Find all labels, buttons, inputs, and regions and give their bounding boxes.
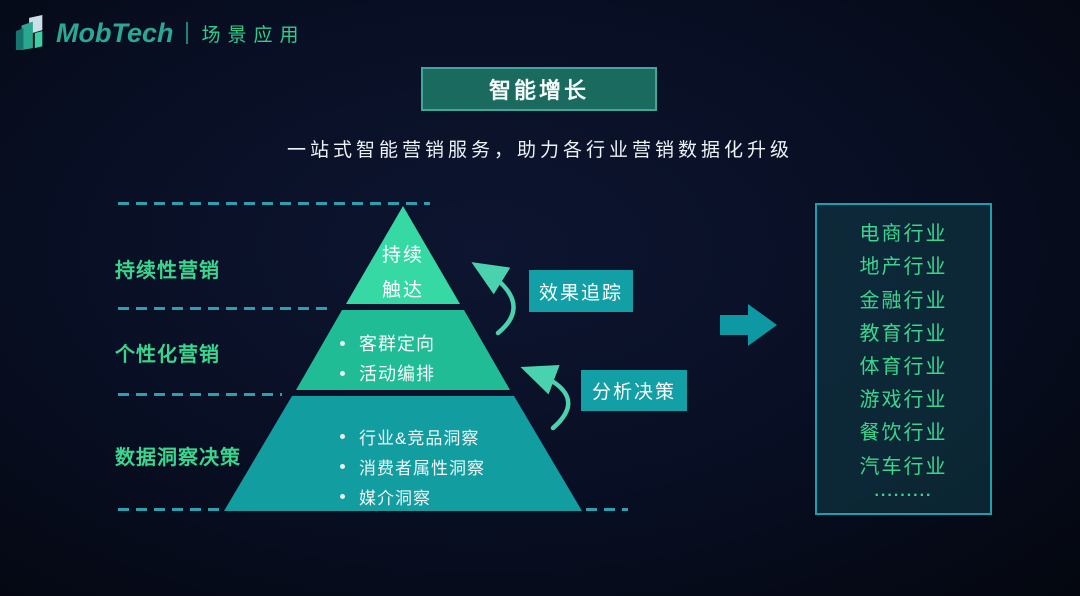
bullet-row: 活动编排: [340, 358, 435, 388]
item-label: 行业&竞品洞察: [359, 428, 480, 448]
bullet-row: 客群定向: [340, 328, 435, 358]
item-label: 活动编排: [359, 364, 435, 384]
curved-arrow-top-icon: [471, 262, 516, 336]
bullet-dot: [340, 340, 345, 346]
bullet-row: 消费者属性洞察: [340, 451, 485, 481]
callout-analysis-decision: 分析决策: [581, 370, 687, 411]
logo-text: MobTech: [56, 17, 174, 48]
mobtech-logo-icon: [15, 15, 43, 50]
item-label: 媒介洞察: [359, 488, 431, 508]
label-data-insight-decision: 数据洞察决策: [115, 447, 241, 469]
bullet-dot: [340, 433, 345, 439]
label-personalized-marketing: 个性化营销: [115, 344, 220, 366]
industry-item: 体育行业: [859, 355, 948, 378]
industry-item: 教育行业: [859, 322, 948, 345]
tier-top-line: 触达: [381, 280, 424, 301]
dashed-line-1: [118, 202, 430, 205]
industry-item: 游戏行业: [859, 389, 948, 412]
dashed-line-2: [118, 307, 334, 310]
industry-item: 汽车行业: [859, 455, 948, 478]
tier-top-text: 持续 触达: [353, 238, 453, 308]
bullet-row: 媒介洞察: [340, 481, 485, 511]
industry-item: 餐饮行业: [859, 422, 948, 445]
bullet-dot: [340, 493, 345, 499]
item-label: 消费者属性洞察: [359, 458, 485, 478]
bullet-dot: [340, 370, 345, 376]
right-arrow-icon: [720, 304, 777, 346]
industry-item: 电商行业: [859, 223, 948, 246]
tier-middle-items: 客群定向 活动编排: [340, 328, 435, 388]
industry-item: 金融行业: [859, 289, 948, 312]
header: MobTech 场景应用: [14, 14, 306, 52]
callout-effect-tracking: 效果追踪: [529, 270, 633, 312]
industries-ellipsis: .........: [874, 482, 933, 500]
logo-divider: [185, 22, 188, 44]
industries-panel: 电商行业 地产行业 金融行业 教育行业 体育行业 游戏行业 餐饮行业 汽车行业 …: [815, 203, 992, 515]
curved-arrow-bottom-icon: [520, 365, 571, 431]
dashed-line-3: [118, 393, 282, 396]
item-label: 客群定向: [359, 334, 435, 354]
tier-bottom-items: 行业&竞品洞察 消费者属性洞察 媒介洞察: [340, 421, 485, 511]
industry-item: 地产行业: [859, 256, 948, 279]
page-title: 智能增长: [421, 67, 657, 111]
logo-suffix: 场景应用: [201, 24, 306, 46]
subtitle: 一站式智能营销服务，助力各行业营销数据化升级: [286, 140, 793, 161]
label-sustained-marketing: 持续性营销: [115, 260, 220, 282]
bullet-row: 行业&竞品洞察: [340, 421, 485, 451]
bullet-dot: [340, 463, 345, 469]
tier-top-line: 持续: [381, 245, 424, 266]
